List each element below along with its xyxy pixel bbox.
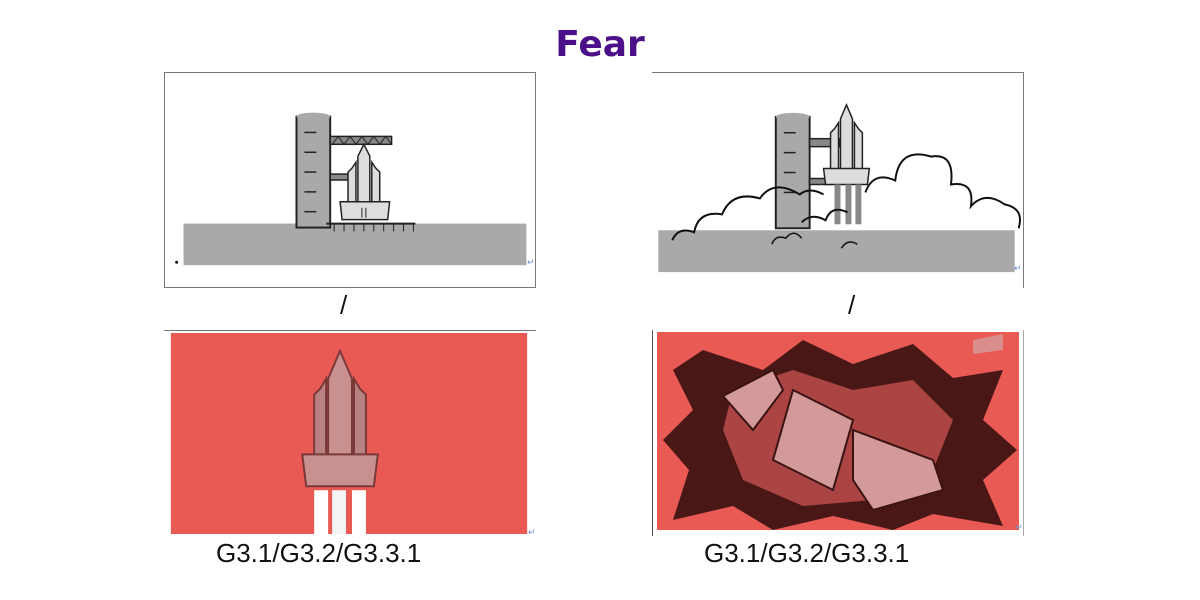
- slash-mark-right: /: [848, 290, 856, 320]
- explosion-red-image: [657, 332, 1019, 530]
- storyboard-panel-launchpad: ↵: [164, 72, 536, 288]
- caption-right: G3.1/G3.2/G3.3.1: [704, 538, 910, 568]
- return-mark: ↵: [528, 527, 536, 537]
- caption-left: G3.1/G3.2/G3.3.1: [216, 538, 422, 568]
- slash-mark-left: /: [340, 290, 348, 320]
- ignition-sketch: [658, 102, 1022, 273]
- storyboard-panel-explosion: ↵: [652, 330, 1024, 536]
- return-mark: ↵: [1014, 263, 1022, 273]
- storyboard-panel-ignition: ↵: [652, 72, 1024, 288]
- return-mark: ↵: [527, 257, 535, 267]
- page-title: Fear: [555, 24, 645, 65]
- storyboard-panel-liftoff: ↵: [164, 330, 536, 537]
- liftoff-red-image: [170, 332, 528, 535]
- return-mark: ↵: [1015, 522, 1023, 532]
- launchpad-sketch: [175, 112, 527, 266]
